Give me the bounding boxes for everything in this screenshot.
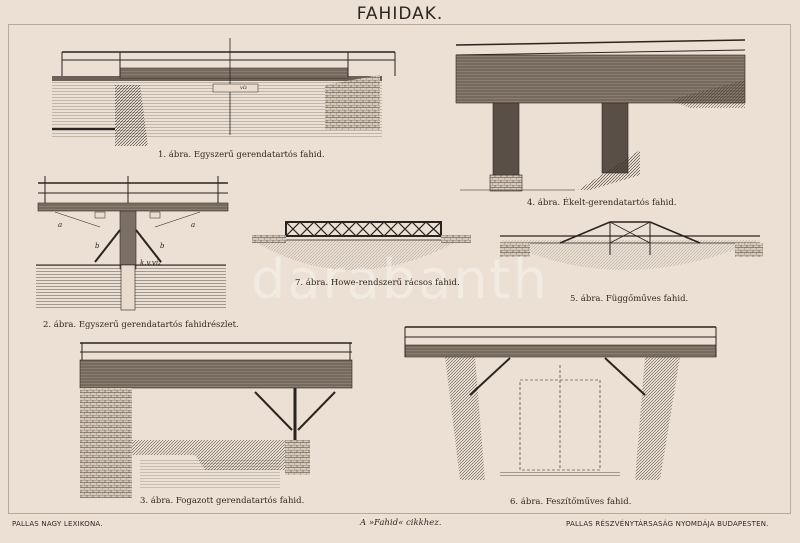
- figure-5-suspension-truss-bridge: [500, 221, 763, 270]
- plate-border: [8, 24, 791, 514]
- fig1-water-label: víz: [240, 84, 247, 91]
- figure-3-toothed-beam-bridge: [79, 342, 353, 498]
- figure-1-simple-beam-bridge: [52, 38, 396, 146]
- caption-fig5: 5. ábra. Függőműves fahid.: [570, 294, 689, 304]
- caption-fig1: 1. ábra. Egyszerű gerendatartós fahid.: [158, 150, 325, 160]
- figure-2-beam-detail: [36, 176, 229, 311]
- figure-4-wedged-beam-bridge: [455, 39, 746, 192]
- fig2-label-b-left: b: [95, 242, 100, 250]
- fig2-label-a-left: a: [58, 221, 62, 229]
- caption-fig2: 2. ábra. Egyszerű gerendatartós fahidrés…: [43, 320, 239, 330]
- footer-left: PALLAS NAGY LEXIKONA.: [12, 520, 103, 528]
- caption-fig7: 7. ábra. Howe-rendszerű rácsos fahid.: [295, 278, 460, 288]
- fig2-water-label: k.v.víz: [140, 259, 162, 267]
- figure-6-strut-frame-bridge: [404, 326, 717, 480]
- caption-fig3: 3. ábra. Fogazott gerendatartós fahid.: [140, 496, 305, 506]
- caption-fig6: 6. ábra. Feszítőműves fahid.: [510, 497, 632, 507]
- watermark: darabanth: [251, 248, 549, 311]
- fig2-label-a-right: a: [191, 221, 195, 229]
- plate-title: FAHIDAK.: [356, 4, 444, 24]
- figure-7-howe-truss-bridge: [252, 221, 471, 270]
- footer-center: A »Fahid« cikkhez.: [360, 518, 442, 528]
- caption-fig4: 4. ábra. Ékelt-gerendatartós fahid.: [527, 198, 677, 208]
- fig2-label-b-right: b: [160, 242, 165, 250]
- footer-right: PALLAS RÉSZVÉNYTÁRSASÁG NYOMDÁJA BUDAPES…: [566, 520, 769, 528]
